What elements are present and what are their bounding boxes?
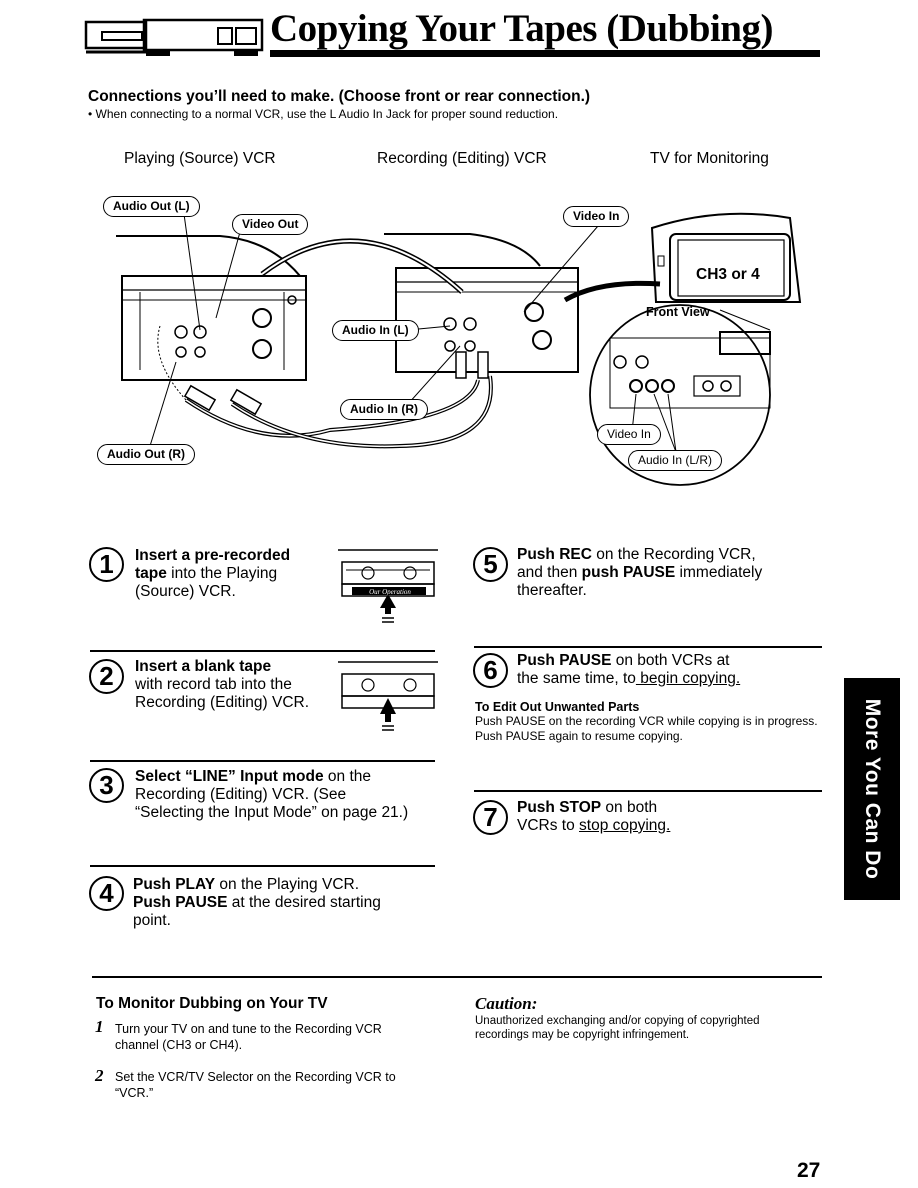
step-1-number: 1 [89, 547, 124, 582]
callout-audio-out-r: Audio Out (R) [97, 444, 195, 465]
recording-vcr-label: Recording (Editing) VCR [377, 150, 547, 167]
blank-cassette-icon [338, 661, 438, 731]
page-title: Copying Your Tapes (Dubbing) [270, 7, 773, 50]
front-view-label: Front View [646, 305, 710, 319]
monitor-title: To Monitor Dubbing on Your TV [96, 995, 328, 1012]
step-5-number: 5 [473, 547, 508, 582]
monitor-item-2-text: Set the VCR/TV Selector on the Recording… [115, 1070, 396, 1100]
caution-body: Unauthorized exchanging and/or copying o… [475, 1015, 760, 1041]
source-vcr-label: Playing (Source) VCR [124, 150, 276, 167]
callout-video-in: Video In [563, 206, 630, 227]
callout-front-audio-in: Audio In (L/R) [628, 450, 723, 471]
page-number: 27 [797, 1159, 821, 1182]
tv-screen-channel: CH3 or 4 [696, 266, 760, 283]
edit-title: To Edit Out Unwanted Parts [475, 700, 640, 714]
divider [90, 865, 435, 867]
monitor-item-1-number: 1 [95, 1017, 104, 1036]
source-vcr-illustration [116, 235, 307, 381]
step-6-text: Push PAUSE on both VCRs at the same time… [517, 652, 741, 687]
tv-illustration [650, 212, 802, 303]
edit-body: Push PAUSE on the recording VCR while co… [475, 714, 818, 743]
step-1-text: Insert a pre-recorded tape into the Play… [135, 547, 291, 600]
divider [90, 650, 435, 652]
callout-front-video-in: Video In [597, 424, 661, 445]
step-4-number: 4 [89, 876, 124, 911]
caution-title: Caution: [475, 994, 538, 1013]
step-2-number: 2 [89, 659, 124, 694]
title-rule [270, 50, 820, 57]
connections-note: • When connecting to a normal VCR, use t… [88, 107, 559, 121]
callout-audio-in-l: Audio In (L) [332, 320, 419, 341]
step-3-number: 3 [89, 768, 124, 803]
step-2-text: Insert a blank tape with record tab into… [135, 658, 310, 711]
monitor-item-2-number: 2 [95, 1066, 104, 1085]
divider [474, 790, 822, 792]
step-3-text: Select “LINE” Input mode on the Recordin… [135, 768, 409, 821]
step-6-number: 6 [473, 653, 508, 688]
callout-audio-out-l: Audio Out (L) [103, 196, 200, 217]
callout-video-out: Video Out [232, 214, 309, 235]
side-tab-label: More You Can Do [861, 698, 884, 880]
cassette-label: Our Operation [369, 588, 411, 596]
step-7-number: 7 [473, 800, 508, 835]
step-4-text: Push PLAY on the Playing VCR. Push PAUSE… [133, 876, 381, 929]
divider [474, 646, 822, 648]
vcr-icon [84, 18, 264, 56]
callout-audio-in-r: Audio In (R) [340, 399, 428, 420]
cassette-insert-icon: Our Operation [338, 549, 438, 623]
monitor-item-1-text: Turn your TV on and tune to the Recordin… [115, 1022, 382, 1052]
step-7-text: Push STOP on both VCRs to stop copying. [517, 799, 671, 834]
tv-label: TV for Monitoring [650, 150, 769, 167]
divider [90, 760, 435, 762]
step-5-text: Push REC on the Recording VCR, and then … [517, 546, 763, 599]
bottom-divider [92, 976, 822, 978]
side-tab: More You Can Do [844, 678, 900, 900]
connections-heading: Connections you’ll need to make. (Choose… [88, 88, 591, 105]
